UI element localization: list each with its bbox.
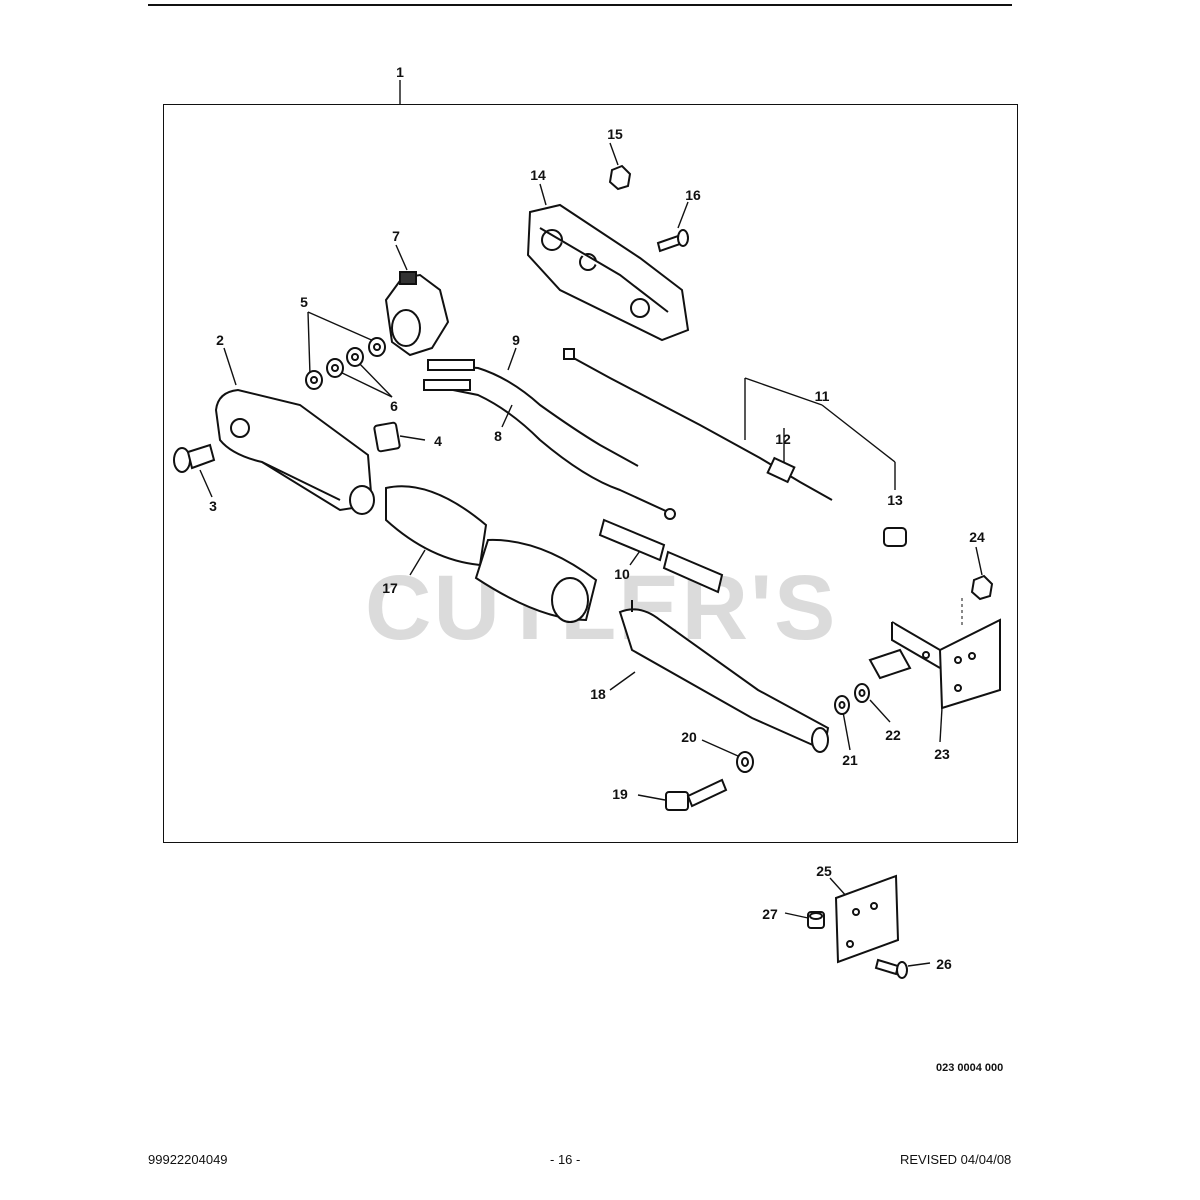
leader-11b bbox=[744, 377, 823, 406]
part-26-screw bbox=[874, 958, 908, 979]
callout-5: 5 bbox=[300, 294, 308, 310]
callout-22: 22 bbox=[885, 727, 901, 743]
leader-6a bbox=[335, 369, 393, 398]
leader-8 bbox=[501, 404, 513, 428]
callout-14: 14 bbox=[530, 167, 546, 183]
part-8-9-wires bbox=[423, 359, 676, 520]
part-25-plate bbox=[834, 874, 900, 964]
leader-3 bbox=[199, 469, 213, 498]
callout-4: 4 bbox=[434, 433, 442, 449]
part-11-12-cable bbox=[563, 348, 833, 501]
callout-25: 25 bbox=[816, 863, 832, 879]
callout-12: 12 bbox=[775, 431, 791, 447]
leader-24 bbox=[975, 546, 983, 576]
leader-18 bbox=[609, 671, 636, 691]
part-20-washer bbox=[736, 751, 754, 773]
leader-5a bbox=[307, 311, 377, 343]
callout-1: 1 bbox=[396, 64, 404, 80]
part-5-6-washers bbox=[305, 337, 386, 390]
callout-6: 6 bbox=[390, 398, 398, 414]
part-18-shaft bbox=[618, 600, 830, 753]
callout-23: 23 bbox=[934, 746, 950, 762]
callout-18: 18 bbox=[590, 686, 606, 702]
part-7-switch bbox=[384, 271, 450, 357]
leader-11c bbox=[821, 404, 896, 463]
leader-7 bbox=[395, 244, 408, 271]
leader-27 bbox=[784, 912, 809, 919]
part-17-sleeve bbox=[385, 485, 598, 623]
part-15-nut bbox=[608, 164, 632, 191]
footer-page-number: - 16 - bbox=[550, 1152, 581, 1167]
leader-9 bbox=[507, 347, 517, 371]
part-14-cover bbox=[526, 203, 690, 342]
drawing-number: 023 0004 000 bbox=[936, 1062, 1004, 1074]
leader-19 bbox=[637, 794, 666, 801]
watermark-text: CUTLER'S bbox=[365, 557, 838, 659]
callout-13: 13 bbox=[887, 492, 903, 508]
part-4-key bbox=[373, 421, 401, 453]
part-23-bracket bbox=[868, 618, 1001, 710]
callout-24: 24 bbox=[969, 529, 985, 545]
leader-4 bbox=[399, 435, 426, 441]
callout-2: 2 bbox=[216, 332, 224, 348]
leader-5b bbox=[307, 311, 311, 376]
leader-16 bbox=[677, 201, 689, 229]
footer-part-number: 99922204049 bbox=[148, 1152, 228, 1167]
leader-22 bbox=[869, 699, 891, 723]
callout-19: 19 bbox=[612, 786, 628, 802]
leader-21 bbox=[842, 711, 851, 751]
callout-21: 21 bbox=[842, 752, 858, 768]
callout-27: 27 bbox=[762, 906, 778, 922]
part-19-bolt bbox=[665, 778, 728, 811]
part-24-nut bbox=[970, 574, 994, 601]
callout-20: 20 bbox=[681, 729, 697, 745]
callout-11: 11 bbox=[814, 388, 830, 404]
callout-8: 8 bbox=[494, 428, 502, 444]
leader-6b bbox=[355, 359, 393, 398]
header-rule bbox=[148, 4, 1012, 6]
leader-14 bbox=[539, 183, 547, 206]
part-21-22-washers bbox=[834, 683, 870, 715]
callout-9: 9 bbox=[512, 332, 520, 348]
assembly-frame bbox=[163, 104, 1018, 843]
callout-10: 10 bbox=[614, 566, 630, 582]
part-13-ferrule bbox=[883, 527, 907, 547]
leader-2 bbox=[223, 347, 237, 386]
part-3-screw bbox=[173, 443, 216, 473]
leader-17 bbox=[409, 549, 426, 576]
leader-20 bbox=[701, 739, 739, 757]
part-27-nut bbox=[807, 911, 825, 929]
callout-17: 17 bbox=[382, 580, 398, 596]
part-2-handle-housing bbox=[214, 388, 375, 515]
callout-16: 16 bbox=[685, 187, 701, 203]
callout-3: 3 bbox=[209, 498, 217, 514]
leader-15 bbox=[609, 142, 619, 166]
callout-15: 15 bbox=[607, 126, 623, 142]
callout-26: 26 bbox=[936, 956, 952, 972]
part-10-grips bbox=[598, 518, 724, 594]
part-16-screw bbox=[656, 229, 689, 253]
callout-7: 7 bbox=[392, 228, 400, 244]
footer-revised-date: REVISED 04/04/08 bbox=[900, 1152, 1012, 1167]
leader-23 bbox=[939, 707, 943, 743]
leader-26 bbox=[907, 962, 931, 967]
